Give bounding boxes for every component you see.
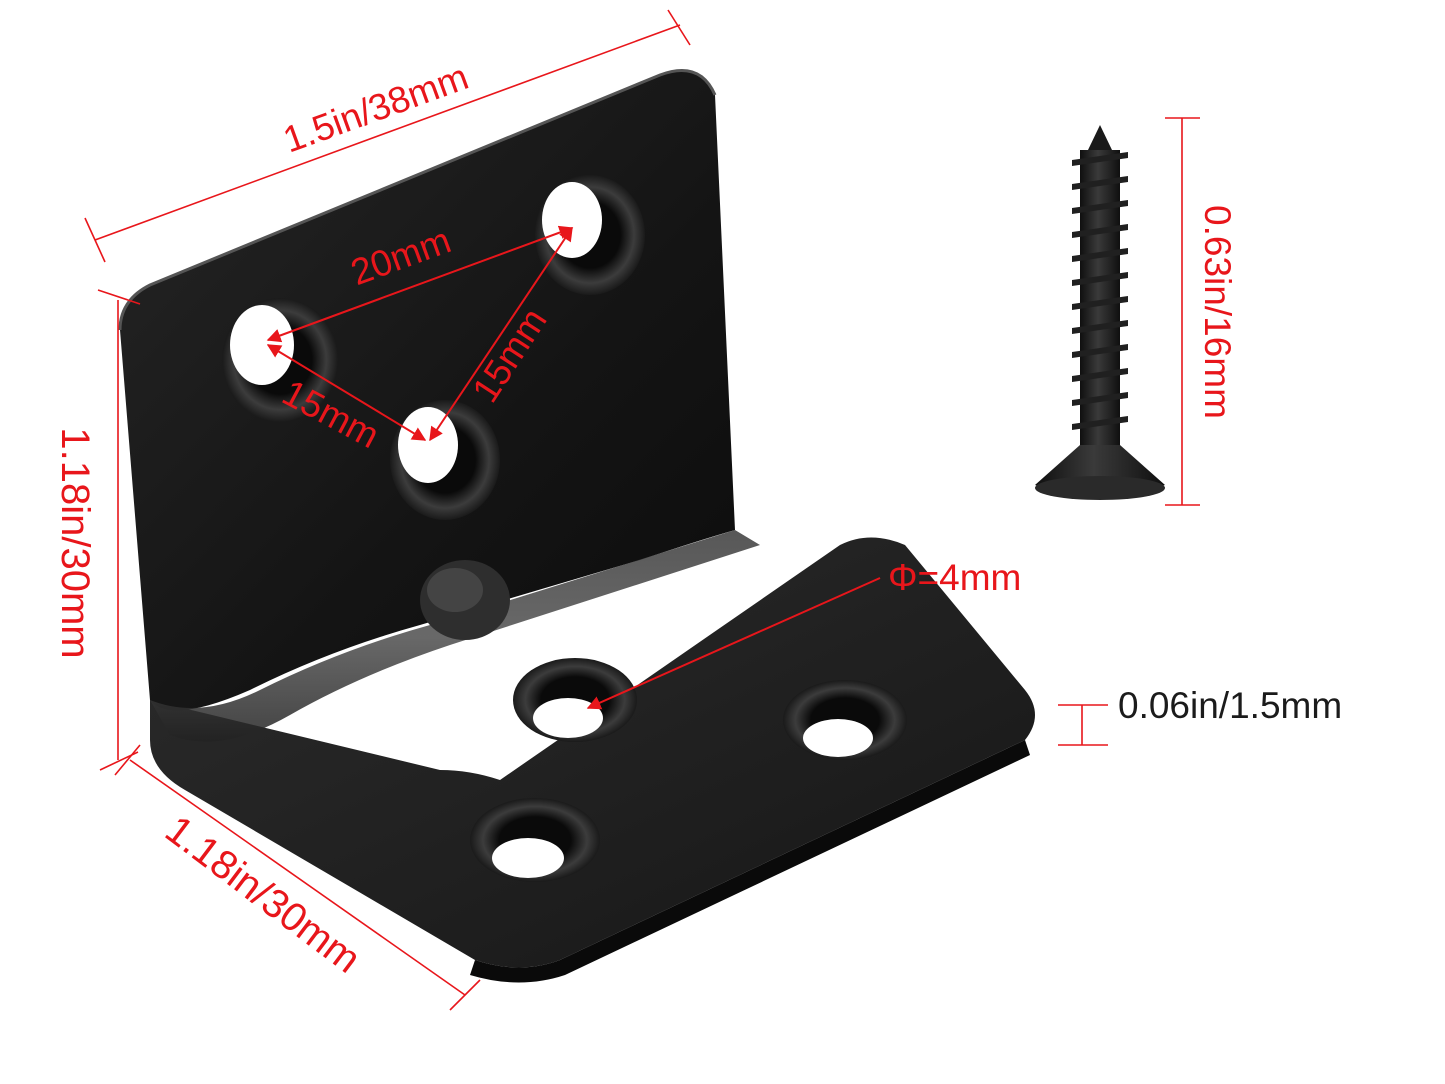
screw-thread <box>1072 368 1128 382</box>
bracket-edge-highlight <box>118 69 717 331</box>
thickness-label: 0.06in/1.5mm <box>1118 685 1342 726</box>
screw-thread <box>1072 320 1128 334</box>
base-plate-holes <box>470 658 907 882</box>
screw-length-label: 0.63in/16mm <box>1197 205 1238 419</box>
screw-thread <box>1072 344 1128 358</box>
hole-diameter-arrow <box>586 577 881 710</box>
screw-thread <box>1072 392 1128 406</box>
screw-thread <box>1072 152 1128 166</box>
corner-bracket-icon <box>118 69 1035 983</box>
hole-spacing-15-left-arrow <box>266 344 427 441</box>
depth-line <box>129 759 466 996</box>
screw-thread <box>1072 176 1128 190</box>
screw-thread <box>1072 296 1128 310</box>
dimension-lines <box>84 9 1200 1011</box>
top-length-label: 1.5in/38mm <box>278 56 474 161</box>
screw-icon <box>1035 125 1165 500</box>
hole-diameter-label: Φ=4mm <box>888 557 1021 598</box>
bracket-base-edge <box>470 740 1030 983</box>
hole-spacing-15-right-arrow <box>429 226 573 442</box>
screw-thread <box>1072 248 1128 262</box>
screw-thread <box>1072 200 1128 214</box>
screw-thread <box>1072 272 1128 286</box>
top-length-line <box>94 24 681 241</box>
screw-thread <box>1072 416 1128 430</box>
screw-thread <box>1072 224 1128 238</box>
height-label: 1.18in/30mm <box>53 427 97 658</box>
bracket-base-plate <box>150 537 1035 968</box>
